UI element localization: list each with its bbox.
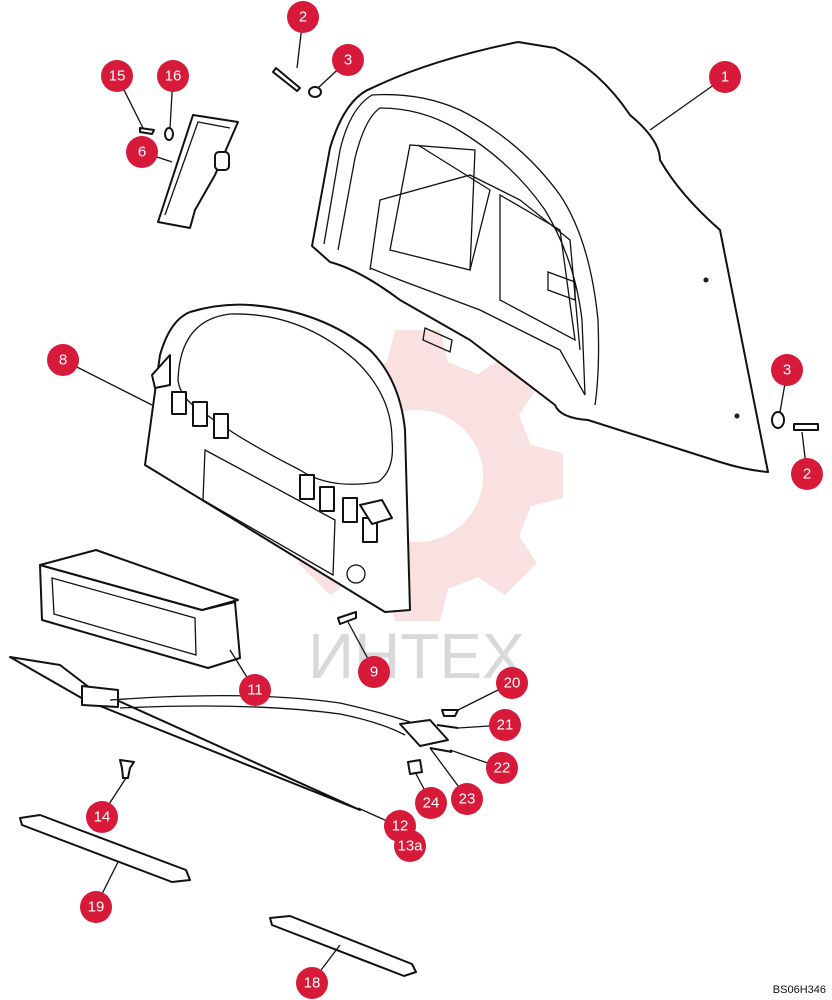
svg-text:22: 22 [494, 760, 511, 777]
callout-9: 9 [358, 656, 390, 688]
part-1-cowl [311, 41, 769, 473]
part-6-bracket [157, 114, 239, 229]
part-14-clip [119, 759, 135, 779]
callout-23: 23 [451, 783, 483, 815]
part-8-panel [144, 303, 411, 613]
svg-text:19: 19 [88, 899, 105, 916]
fasteners-top [139, 67, 819, 625]
callout-11: 11 [239, 674, 271, 706]
callout-1: 1 [709, 61, 741, 93]
callout-21: 21 [489, 709, 521, 741]
svg-text:3: 3 [783, 362, 791, 379]
callout-22: 22 [486, 752, 518, 784]
callout-18: 18 [296, 967, 328, 999]
part-11-tray [39, 549, 241, 669]
svg-text:1: 1 [721, 69, 729, 86]
svg-text:3: 3 [344, 52, 352, 69]
svg-text:16: 16 [165, 68, 182, 85]
watermark-text: ИНТЕХ [308, 620, 525, 692]
svg-text:2: 2 [299, 9, 307, 26]
svg-text:9: 9 [370, 664, 378, 681]
callout-19: 19 [80, 891, 112, 923]
callout-24: 24 [415, 787, 447, 819]
callout-13a: 13a [394, 830, 426, 862]
callout-3-right: 3 [771, 354, 803, 386]
callout-14: 14 [86, 801, 118, 833]
svg-text:11: 11 [247, 682, 263, 699]
svg-text:20: 20 [504, 675, 521, 692]
svg-text:2: 2 [803, 466, 811, 483]
callout-2-right: 2 [791, 458, 823, 490]
part-12-trim-strip [9, 656, 449, 811]
fasteners-right [407, 709, 459, 775]
svg-text:8: 8 [59, 352, 67, 369]
svg-text:13a: 13a [397, 838, 423, 855]
svg-text:12: 12 [392, 818, 409, 835]
callout-3-top: 3 [332, 44, 364, 76]
part-18-rail [269, 915, 417, 977]
svg-text:6: 6 [138, 144, 146, 161]
svg-text:21: 21 [497, 717, 514, 734]
svg-text:15: 15 [109, 68, 126, 85]
drawing-code: BS06H346 [772, 984, 826, 996]
callout-6: 6 [126, 136, 158, 168]
callout-16: 16 [157, 60, 189, 92]
svg-text:23: 23 [459, 791, 476, 808]
part-19-rail [19, 814, 191, 883]
svg-text:18: 18 [304, 975, 321, 992]
callout-8: 8 [47, 344, 79, 376]
callout-15: 15 [101, 60, 133, 92]
svg-text:14: 14 [94, 809, 111, 826]
svg-text:24: 24 [423, 795, 440, 812]
callout-2-top: 2 [287, 1, 319, 33]
callout-20: 20 [496, 667, 528, 699]
